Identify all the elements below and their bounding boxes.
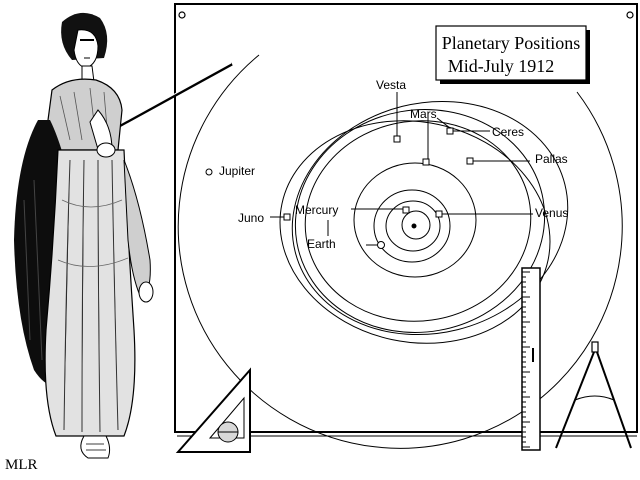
- marker-vesta: [393, 135, 401, 143]
- ruler: [521, 267, 541, 451]
- tack-top-right: [626, 11, 634, 19]
- orbit-pallas: [291, 100, 569, 336]
- marker-juno: [283, 213, 291, 221]
- marker-earth: [377, 241, 385, 249]
- label-earth: Earth: [307, 237, 336, 251]
- title-box: Planetary Positions Mid-July 1912: [435, 25, 590, 84]
- orbit-jupiter: [177, 54, 623, 449]
- signature: MLR: [5, 457, 38, 473]
- title-line-2: Mid-July 1912: [448, 56, 555, 76]
- pointer: [111, 62, 233, 132]
- compass: [555, 341, 632, 449]
- label-pallas: Pallas: [535, 152, 568, 166]
- label-jupiter: Jupiter: [219, 164, 255, 178]
- orbit-mars: [353, 162, 477, 278]
- marker-jupiter: [205, 168, 213, 176]
- orbit-earth: [373, 189, 451, 263]
- label-juno: Juno: [238, 211, 264, 225]
- orbit-diagram: [177, 54, 623, 449]
- marker-pallas: [466, 157, 474, 165]
- marker-venus: [435, 210, 443, 218]
- label-vesta: Vesta: [376, 78, 406, 92]
- orbit-mercury: [401, 210, 431, 240]
- marker-mercury: [402, 206, 410, 214]
- orbit-venus: [385, 200, 441, 252]
- woman-figure: [14, 12, 154, 459]
- title-line-1: Planetary Positions: [442, 33, 581, 53]
- set-square: [175, 367, 251, 453]
- leader-lines: [270, 92, 533, 246]
- tack-top-left: [178, 11, 186, 19]
- label-ceres: Ceres: [492, 125, 524, 139]
- orbit-ceres: [294, 109, 546, 333]
- marker-mars: [422, 158, 430, 166]
- planet-labels: Vesta Mars Ceres Pallas Jupiter Juno Mer…: [219, 78, 568, 251]
- label-mars: Mars: [410, 107, 437, 121]
- label-venus: Venus: [535, 206, 568, 220]
- sun: [411, 223, 417, 229]
- orbit-vesta: [304, 120, 532, 322]
- label-mercury: Mercury: [295, 203, 338, 217]
- marker-ceres: [446, 127, 454, 135]
- orbit-juno: [279, 120, 551, 344]
